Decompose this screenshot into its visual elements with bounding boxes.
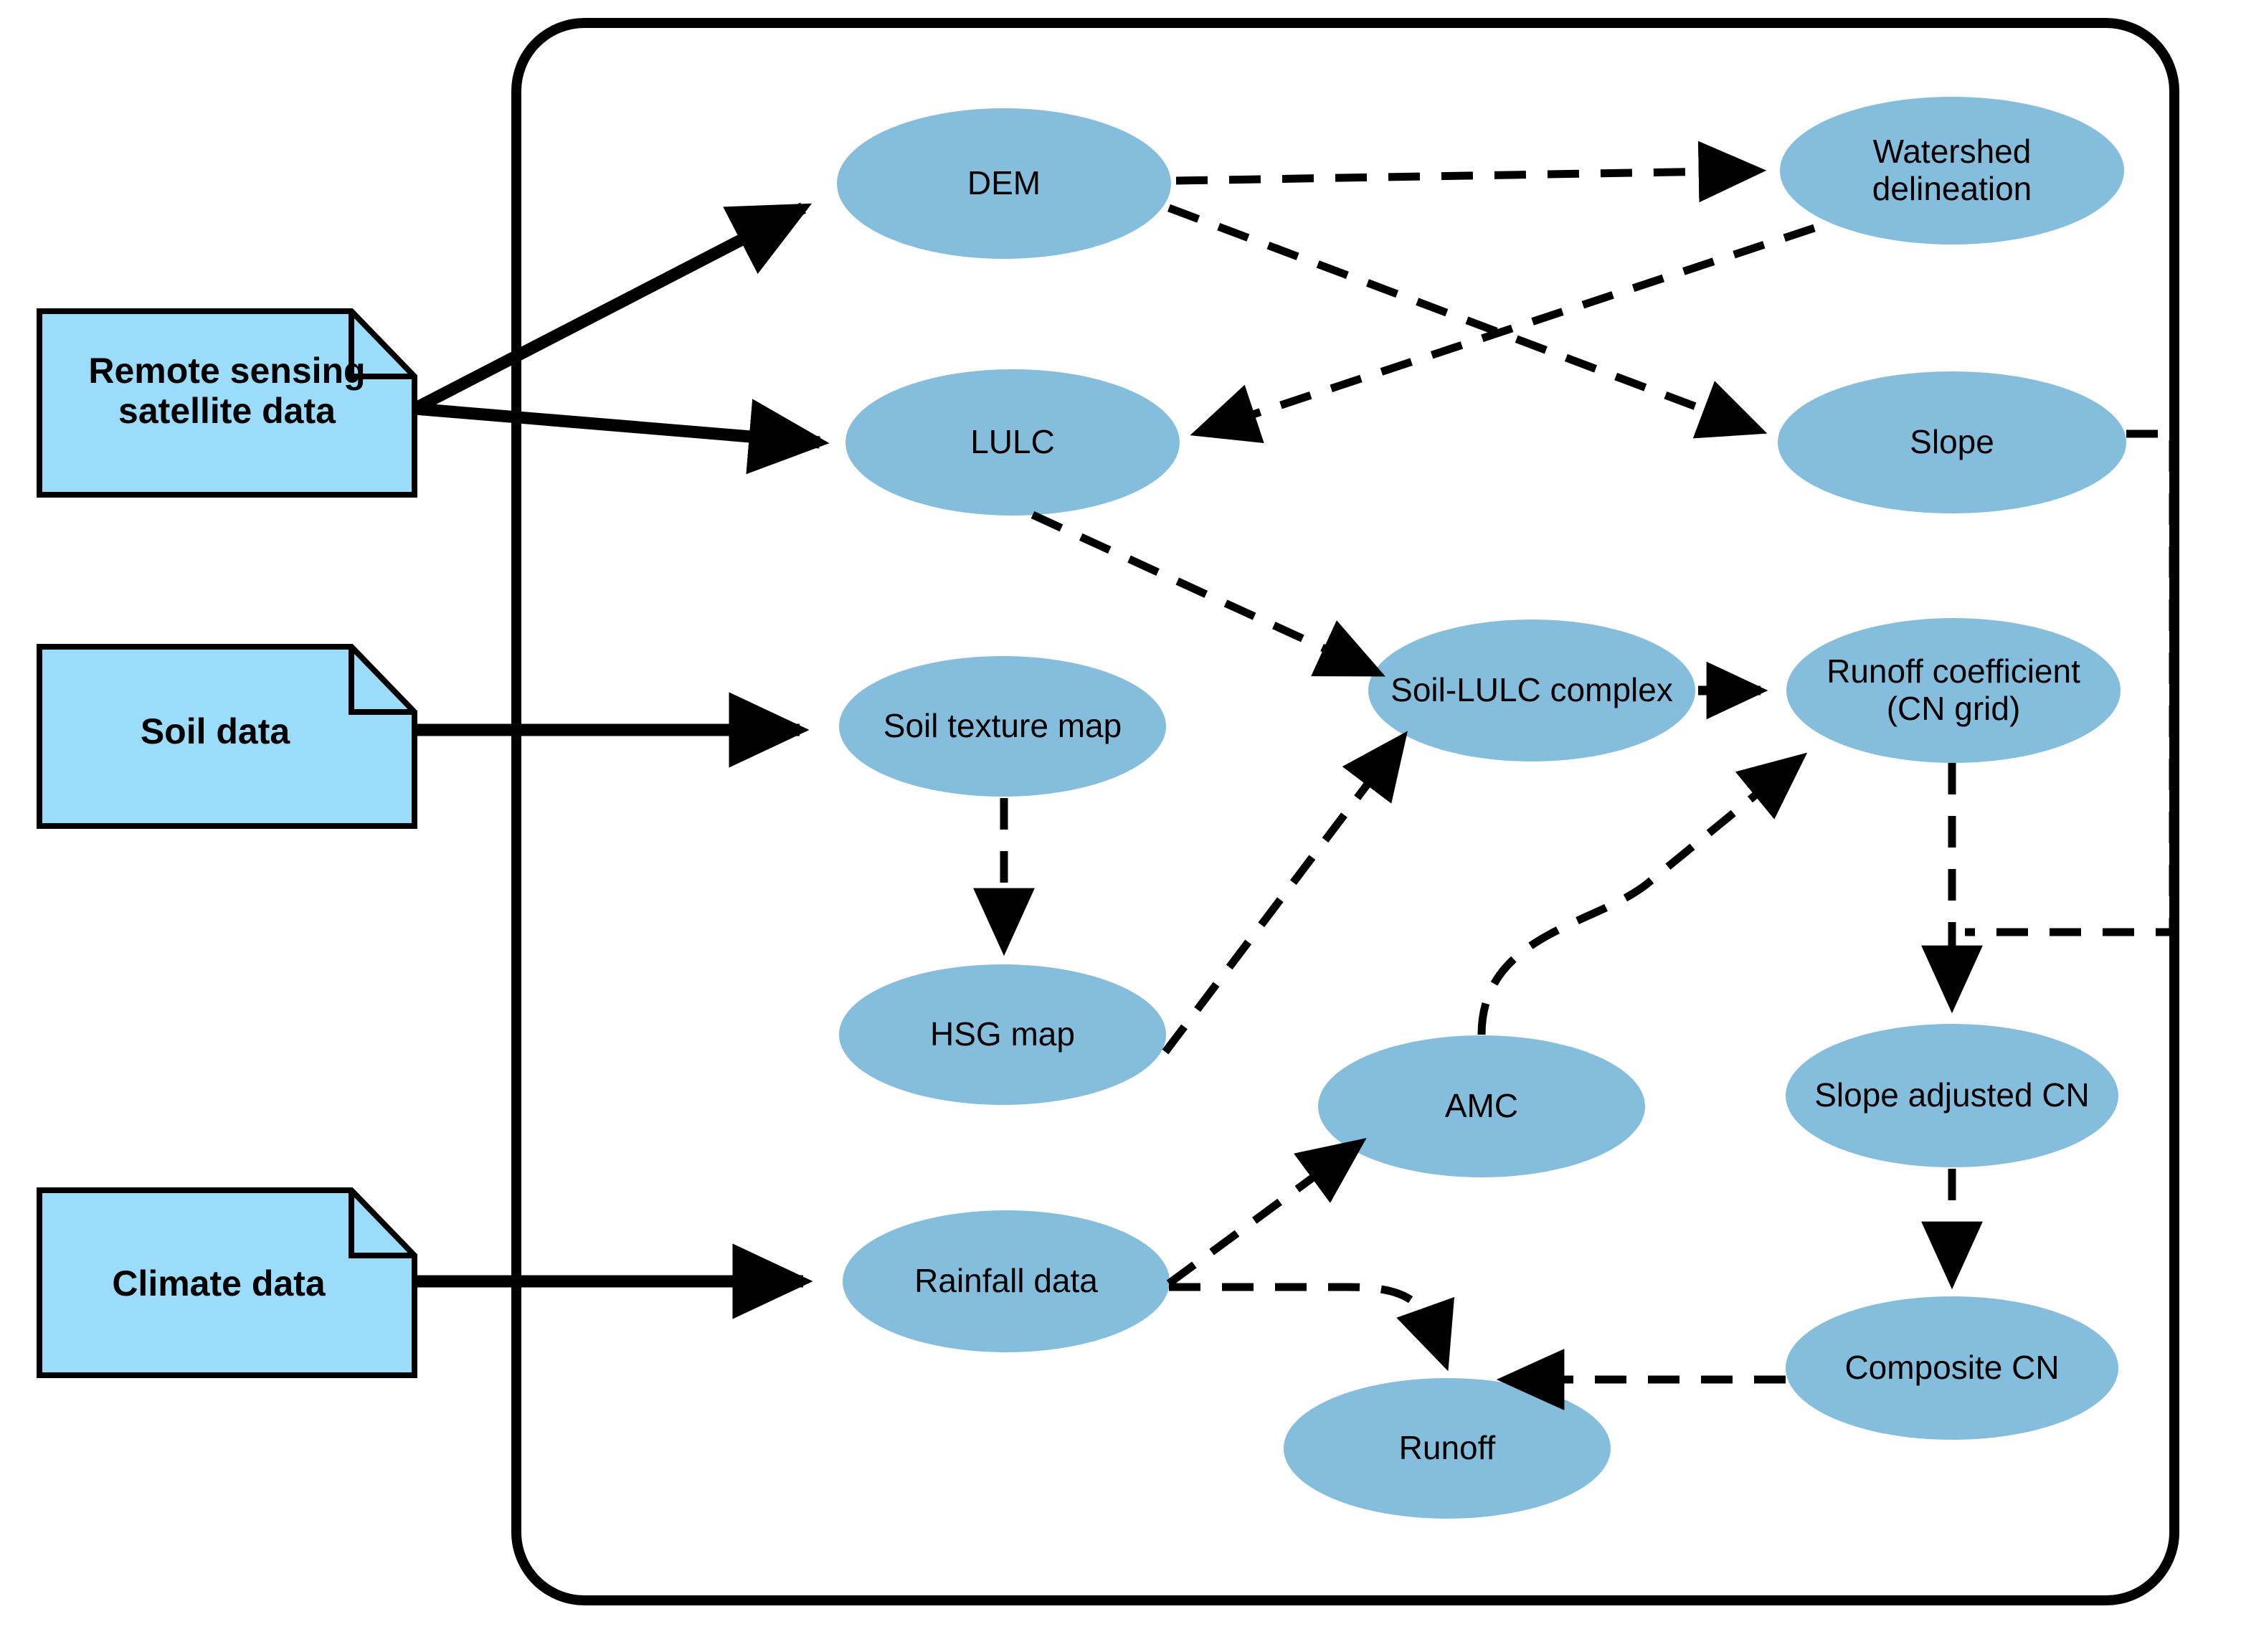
edge-hsg-map-to-soil-lulc-complex [1162,731,1408,1055]
edge-rainfall-data-to-runoff [1169,1283,1455,1372]
edge-slope-to-slope-adjusted-cn [1965,429,2177,936]
node-hsg-map[interactable] [839,964,1166,1105]
edge-lulc-to-soil-lulc-complex [1031,511,1385,677]
document-shape-remote-sensing [37,308,417,498]
node-composite-cn[interactable] [1786,1296,2118,1440]
edge-dem-to-slope [1167,204,1768,439]
node-lulc[interactable] [845,369,1180,516]
edge-remote-sensing-to-dem [412,202,812,414]
edge-watershed-delineation-to-lulc [1190,224,1816,444]
document-shape-soil [37,644,417,829]
edge-dem-to-watershed-delineation [1175,141,1767,203]
document-shape-climate [37,1187,417,1378]
node-soil-lulc-complex[interactable] [1368,620,1695,761]
node-slope-adjusted-cn[interactable] [1786,1024,2118,1167]
node-amc[interactable] [1318,1035,1645,1177]
node-runoff-coefficient[interactable] [1786,618,2121,763]
edge-amc-to-runoff-coefficient [1477,752,1808,1035]
node-rainfall-data[interactable] [843,1210,1170,1352]
edge-rainfall-data-to-amc [1166,1138,1367,1287]
edge-remote-sensing-to-lulc [414,399,830,475]
node-watershed-delineation[interactable] [1780,97,2124,245]
node-runoff[interactable] [1284,1378,1611,1519]
node-slope[interactable] [1778,371,2126,513]
node-dem[interactable] [837,108,1171,259]
node-soil-texture-map[interactable] [839,656,1166,797]
